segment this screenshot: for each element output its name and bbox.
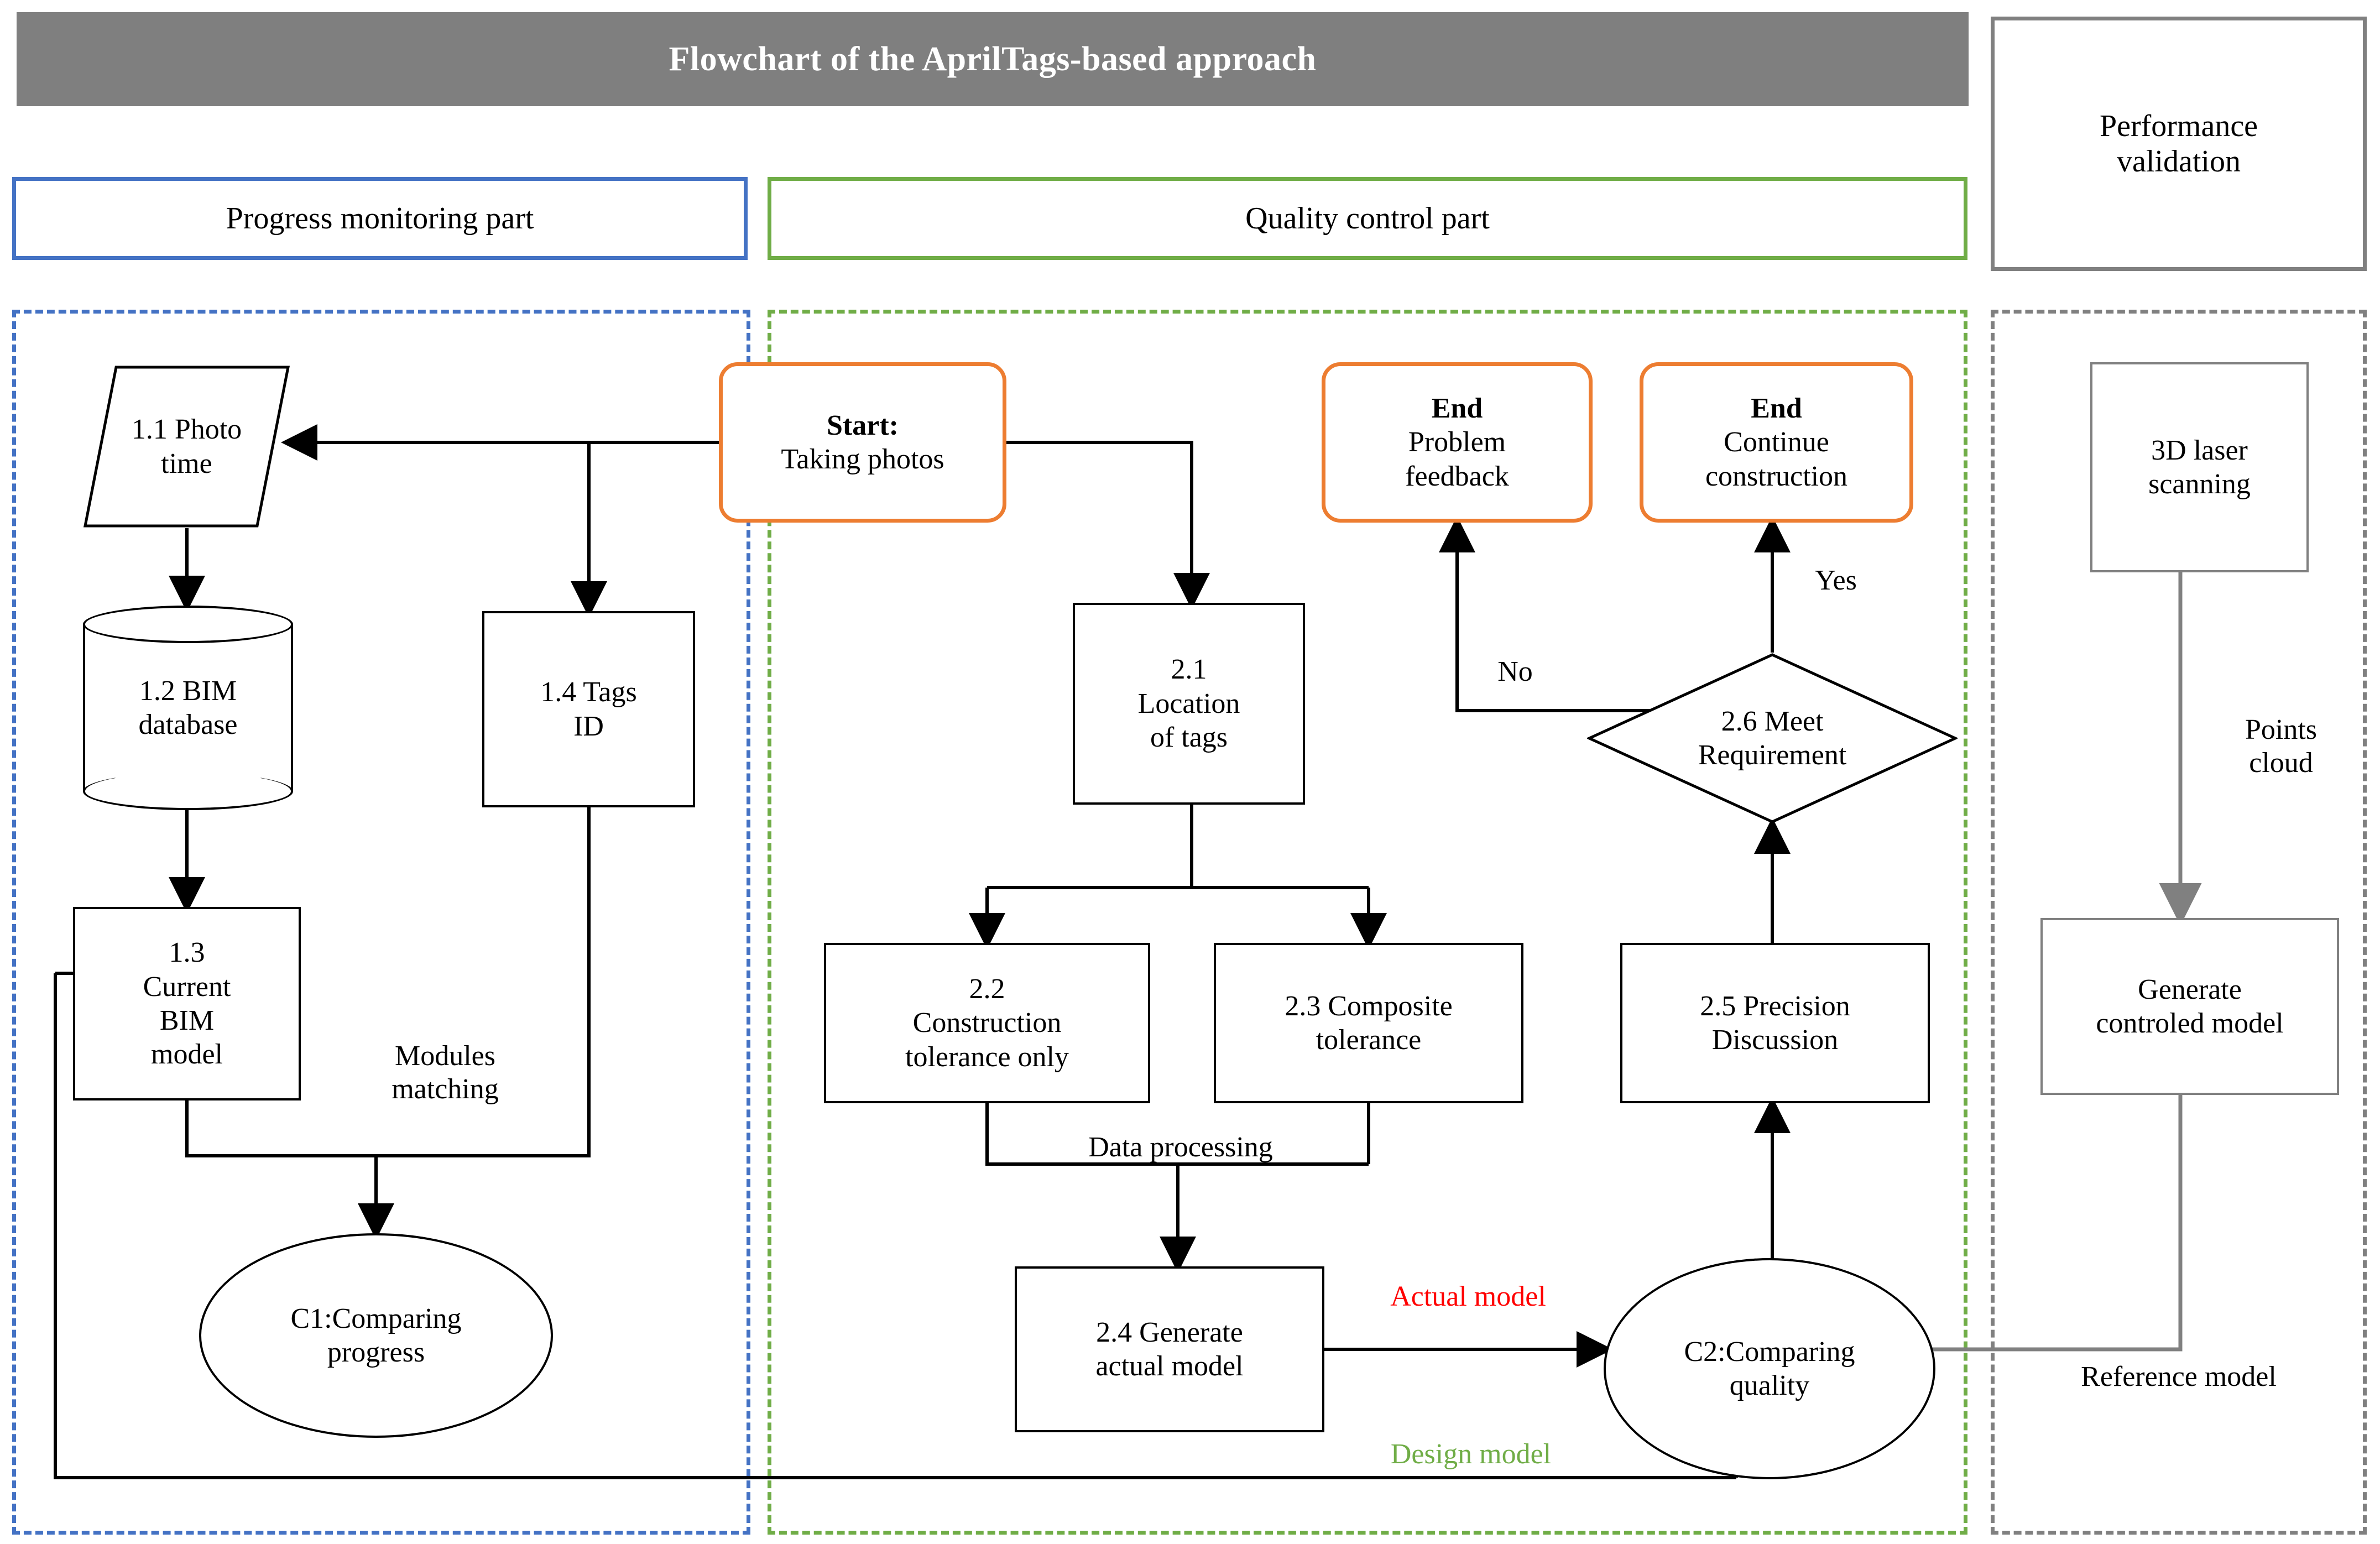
reference-model-text: Reference model	[2081, 1361, 2277, 1392]
loc-tags-line2: Location	[1137, 687, 1240, 719]
tags-id-line2: ID	[573, 710, 604, 742]
node-photo-time[interactable]: 1.1 Photo time	[83, 365, 290, 528]
node-end-problem-feedback[interactable]: End Problem feedback	[1322, 362, 1593, 523]
cylinder-top	[83, 606, 293, 643]
ctrl-model-line2: controled model	[2096, 1008, 2284, 1039]
points-cloud-line2: cloud	[2249, 747, 2313, 779]
label-actual-model: Actual model	[1346, 1280, 1590, 1313]
node-start-taking-photos[interactable]: Start: Taking photos	[719, 362, 1006, 523]
progress-monitoring-header: Progress monitoring part	[12, 177, 748, 260]
node-generate-controlled-model[interactable]: Generate controled model	[2040, 918, 2339, 1095]
node-current-bim-model[interactable]: 1.3 Current BIM model	[73, 907, 301, 1100]
node-c1-comparing-progress[interactable]: C1:Comparing progress	[199, 1233, 553, 1438]
constr-tol-line3: tolerance only	[905, 1041, 1069, 1073]
start-line2: Taking photos	[781, 444, 944, 475]
cylinder-bottom	[83, 773, 293, 810]
meet-req-line1: 2.6 Meet	[1721, 705, 1824, 737]
quality-control-header: Quality control part	[768, 177, 1967, 260]
node-composite-tolerance[interactable]: 2.3 Composite tolerance	[1214, 943, 1523, 1103]
performance-validation-label-line1: Performance	[2099, 108, 2258, 143]
c1-line2: progress	[327, 1337, 425, 1368]
progress-monitoring-zone	[12, 310, 750, 1535]
constr-tol-line1: 2.2	[969, 973, 1005, 1005]
gen-actual-line2: actual model	[1095, 1350, 1244, 1382]
cylinder-body	[83, 624, 293, 791]
node-tags-id[interactable]: 1.4 Tags ID	[482, 611, 695, 807]
comp-tol-line1: 2.3 Composite	[1285, 990, 1453, 1022]
label-modules-matching: Modules matching	[337, 1040, 553, 1106]
current-bim-line3: BIM	[159, 1005, 215, 1036]
node-bim-database[interactable]: 1.2 BIM database	[83, 606, 293, 810]
ctrl-model-line1: Generate	[2138, 973, 2242, 1005]
diamond-shape	[1587, 653, 1958, 823]
end-problem-line1: End	[1431, 392, 1483, 424]
loc-tags-line1: 2.1	[1171, 654, 1207, 686]
parallelogram-shape	[83, 366, 290, 528]
node-precision-discussion[interactable]: 2.5 Precision Discussion	[1620, 943, 1930, 1103]
c2-line1: C2:Comparing	[1684, 1336, 1855, 1368]
tags-id-line1: 1.4 Tags	[540, 676, 637, 708]
laser-scan-line1: 3D laser	[2151, 434, 2248, 466]
title-bar: Flowchart of the AprilTags-based approac…	[17, 12, 1969, 106]
label-yes: Yes	[1792, 564, 1880, 597]
node-3d-laser-scanning[interactable]: 3D laser scanning	[2090, 362, 2309, 572]
node-c2-comparing-quality[interactable]: C2:Comparing quality	[1604, 1258, 1935, 1479]
no-text: No	[1497, 656, 1533, 687]
c1-line1: C1:Comparing	[290, 1302, 462, 1334]
prec-disc-line1: 2.5 Precision	[1700, 990, 1850, 1022]
label-design-model: Design model	[1344, 1438, 1598, 1471]
prec-disc-line2: Discussion	[1711, 1024, 1839, 1056]
node-bim-database-text: 1.2 BIM database	[83, 606, 293, 810]
yes-text: Yes	[1815, 565, 1857, 596]
start-line1: Start:	[827, 409, 899, 441]
actual-model-text: Actual model	[1390, 1281, 1546, 1312]
bim-db-line1: 1.2 BIM	[139, 675, 237, 707]
label-points-cloud: Points cloud	[2201, 713, 2361, 780]
label-data-processing: Data processing	[1026, 1131, 1335, 1164]
comp-tol-line2: tolerance	[1316, 1024, 1422, 1056]
end-continue-line3: construction	[1705, 460, 1848, 492]
node-meet-requirement[interactable]: 2.6 Meet Requirement	[1587, 653, 1958, 824]
label-reference-model: Reference model	[2013, 1360, 2345, 1394]
node-meet-requirement-text: 2.6 Meet Requirement	[1587, 653, 1958, 824]
modules-matching-line2: matching	[392, 1073, 499, 1105]
points-cloud-line1: Points	[2245, 714, 2318, 745]
node-location-of-tags[interactable]: 2.1 Location of tags	[1073, 603, 1305, 805]
end-continue-line2: Continue	[1724, 426, 1829, 458]
progress-monitoring-label: Progress monitoring part	[226, 201, 534, 236]
modules-matching-line1: Modules	[395, 1040, 495, 1072]
photo-time-line2: time	[161, 447, 212, 479]
node-photo-time-text: 1.1 Photo time	[83, 365, 290, 528]
design-model-text: Design model	[1390, 1438, 1552, 1470]
performance-validation-label-line2: validation	[2117, 144, 2241, 179]
performance-validation-header: Performance validation	[1991, 17, 2367, 271]
data-processing-text: Data processing	[1088, 1131, 1273, 1163]
photo-time-line1: 1.1 Photo	[131, 414, 242, 446]
gen-actual-line1: 2.4 Generate	[1096, 1316, 1243, 1348]
end-problem-line3: feedback	[1405, 460, 1509, 492]
laser-scan-line2: scanning	[2148, 468, 2251, 500]
performance-validation-zone	[1991, 310, 2367, 1535]
constr-tol-line2: Construction	[912, 1007, 1062, 1039]
loc-tags-line3: of tags	[1150, 722, 1228, 754]
title-text: Flowchart of the AprilTags-based approac…	[669, 40, 1317, 78]
c2-line2: quality	[1729, 1370, 1810, 1401]
bim-db-line2: database	[138, 709, 238, 740]
node-construction-tolerance-only[interactable]: 2.2 Construction tolerance only	[824, 943, 1150, 1103]
meet-req-line2: Requirement	[1698, 739, 1847, 771]
current-bim-line2: Current	[143, 971, 231, 1003]
quality-control-zone	[768, 310, 1967, 1535]
label-no: No	[1471, 655, 1559, 688]
node-end-continue-construction[interactable]: End Continue construction	[1640, 362, 1913, 523]
end-problem-line2: Problem	[1408, 426, 1506, 458]
quality-control-label: Quality control part	[1245, 201, 1490, 236]
current-bim-line1: 1.3	[169, 937, 205, 969]
current-bim-line4: model	[151, 1039, 223, 1071]
node-generate-actual-model[interactable]: 2.4 Generate actual model	[1015, 1266, 1324, 1432]
end-continue-line1: End	[1751, 392, 1802, 424]
